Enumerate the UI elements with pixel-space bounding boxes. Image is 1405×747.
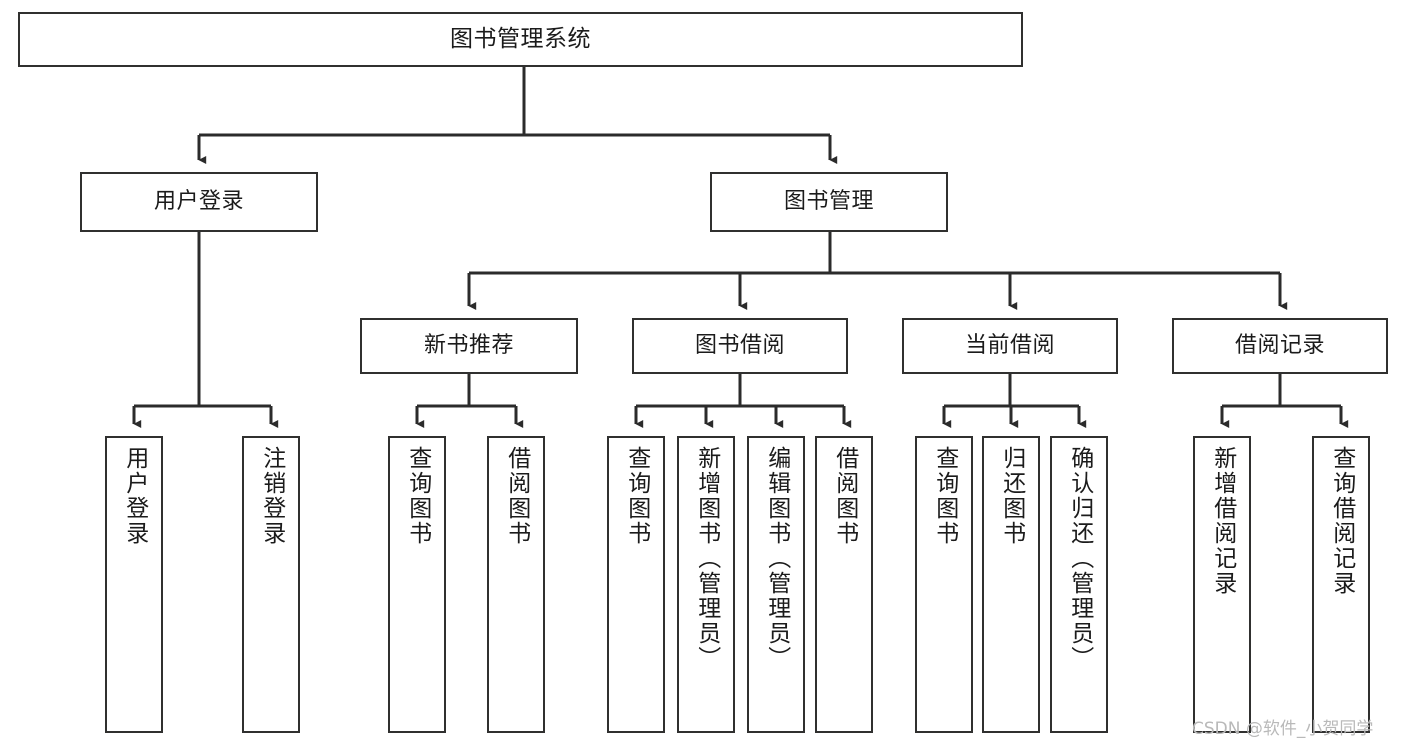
node-book-manage-label: 图书管理 [783,189,874,215]
node-root-label: 图书管理系统 [450,25,591,52]
node-leaf-confirm-return-admin[interactable]: 确认归还（管理员） [1050,436,1108,733]
node-new-book-recommend[interactable]: 新书推荐 [360,318,578,374]
node-borrow-record-label: 借阅记录 [1234,333,1325,359]
node-book-manage[interactable]: 图书管理 [710,172,948,232]
node-leaf-borrow-book-rec[interactable]: 借阅图书 [487,436,545,733]
node-leaf-add-book-admin-label: 新增图书（管理员） [693,446,720,671]
node-leaf-user-login[interactable]: 用户登录 [105,436,163,733]
node-book-borrow[interactable]: 图书借阅 [632,318,848,374]
node-borrow-record[interactable]: 借阅记录 [1172,318,1388,374]
node-user-login-label: 用户登录 [153,189,244,215]
node-leaf-query-book-current[interactable]: 查询图书 [915,436,973,733]
node-leaf-add-book-admin[interactable]: 新增图书（管理员） [677,436,735,733]
node-book-borrow-label: 图书借阅 [694,333,785,359]
node-new-book-recommend-label: 新书推荐 [423,333,514,359]
node-leaf-add-borrow-record-label: 新增借阅记录 [1209,446,1236,596]
node-leaf-query-book-borrow[interactable]: 查询图书 [607,436,665,733]
node-leaf-borrow-book-label: 借阅图书 [831,446,858,546]
node-leaf-logout-login[interactable]: 注销登录 [242,436,300,733]
node-leaf-user-login-label: 用户登录 [121,446,148,546]
node-leaf-query-book-rec[interactable]: 查询图书 [388,436,446,733]
csdn-watermark: CSDN @软件_小贺同学 [1192,719,1374,739]
node-leaf-query-borrow-record[interactable]: 查询借阅记录 [1312,436,1370,733]
node-leaf-borrow-book[interactable]: 借阅图书 [815,436,873,733]
node-leaf-return-book-label: 归还图书 [998,446,1025,546]
node-leaf-add-borrow-record[interactable]: 新增借阅记录 [1193,436,1251,733]
node-current-borrow[interactable]: 当前借阅 [902,318,1118,374]
node-leaf-query-borrow-record-label: 查询借阅记录 [1328,446,1355,596]
node-leaf-return-book[interactable]: 归还图书 [982,436,1040,733]
node-leaf-query-book-rec-label: 查询图书 [404,446,431,546]
node-leaf-edit-book-admin[interactable]: 编辑图书（管理员） [747,436,805,733]
node-leaf-logout-login-label: 注销登录 [258,446,285,546]
node-current-borrow-label: 当前借阅 [964,333,1055,359]
node-leaf-confirm-return-admin-label: 确认归还（管理员） [1066,446,1093,671]
node-leaf-borrow-book-rec-label: 借阅图书 [503,446,530,546]
node-leaf-query-book-borrow-label: 查询图书 [623,446,650,546]
node-leaf-edit-book-admin-label: 编辑图书（管理员） [763,446,790,671]
node-user-login[interactable]: 用户登录 [80,172,318,232]
node-leaf-query-book-current-label: 查询图书 [931,446,958,546]
node-root[interactable]: 图书管理系统 [18,12,1023,67]
